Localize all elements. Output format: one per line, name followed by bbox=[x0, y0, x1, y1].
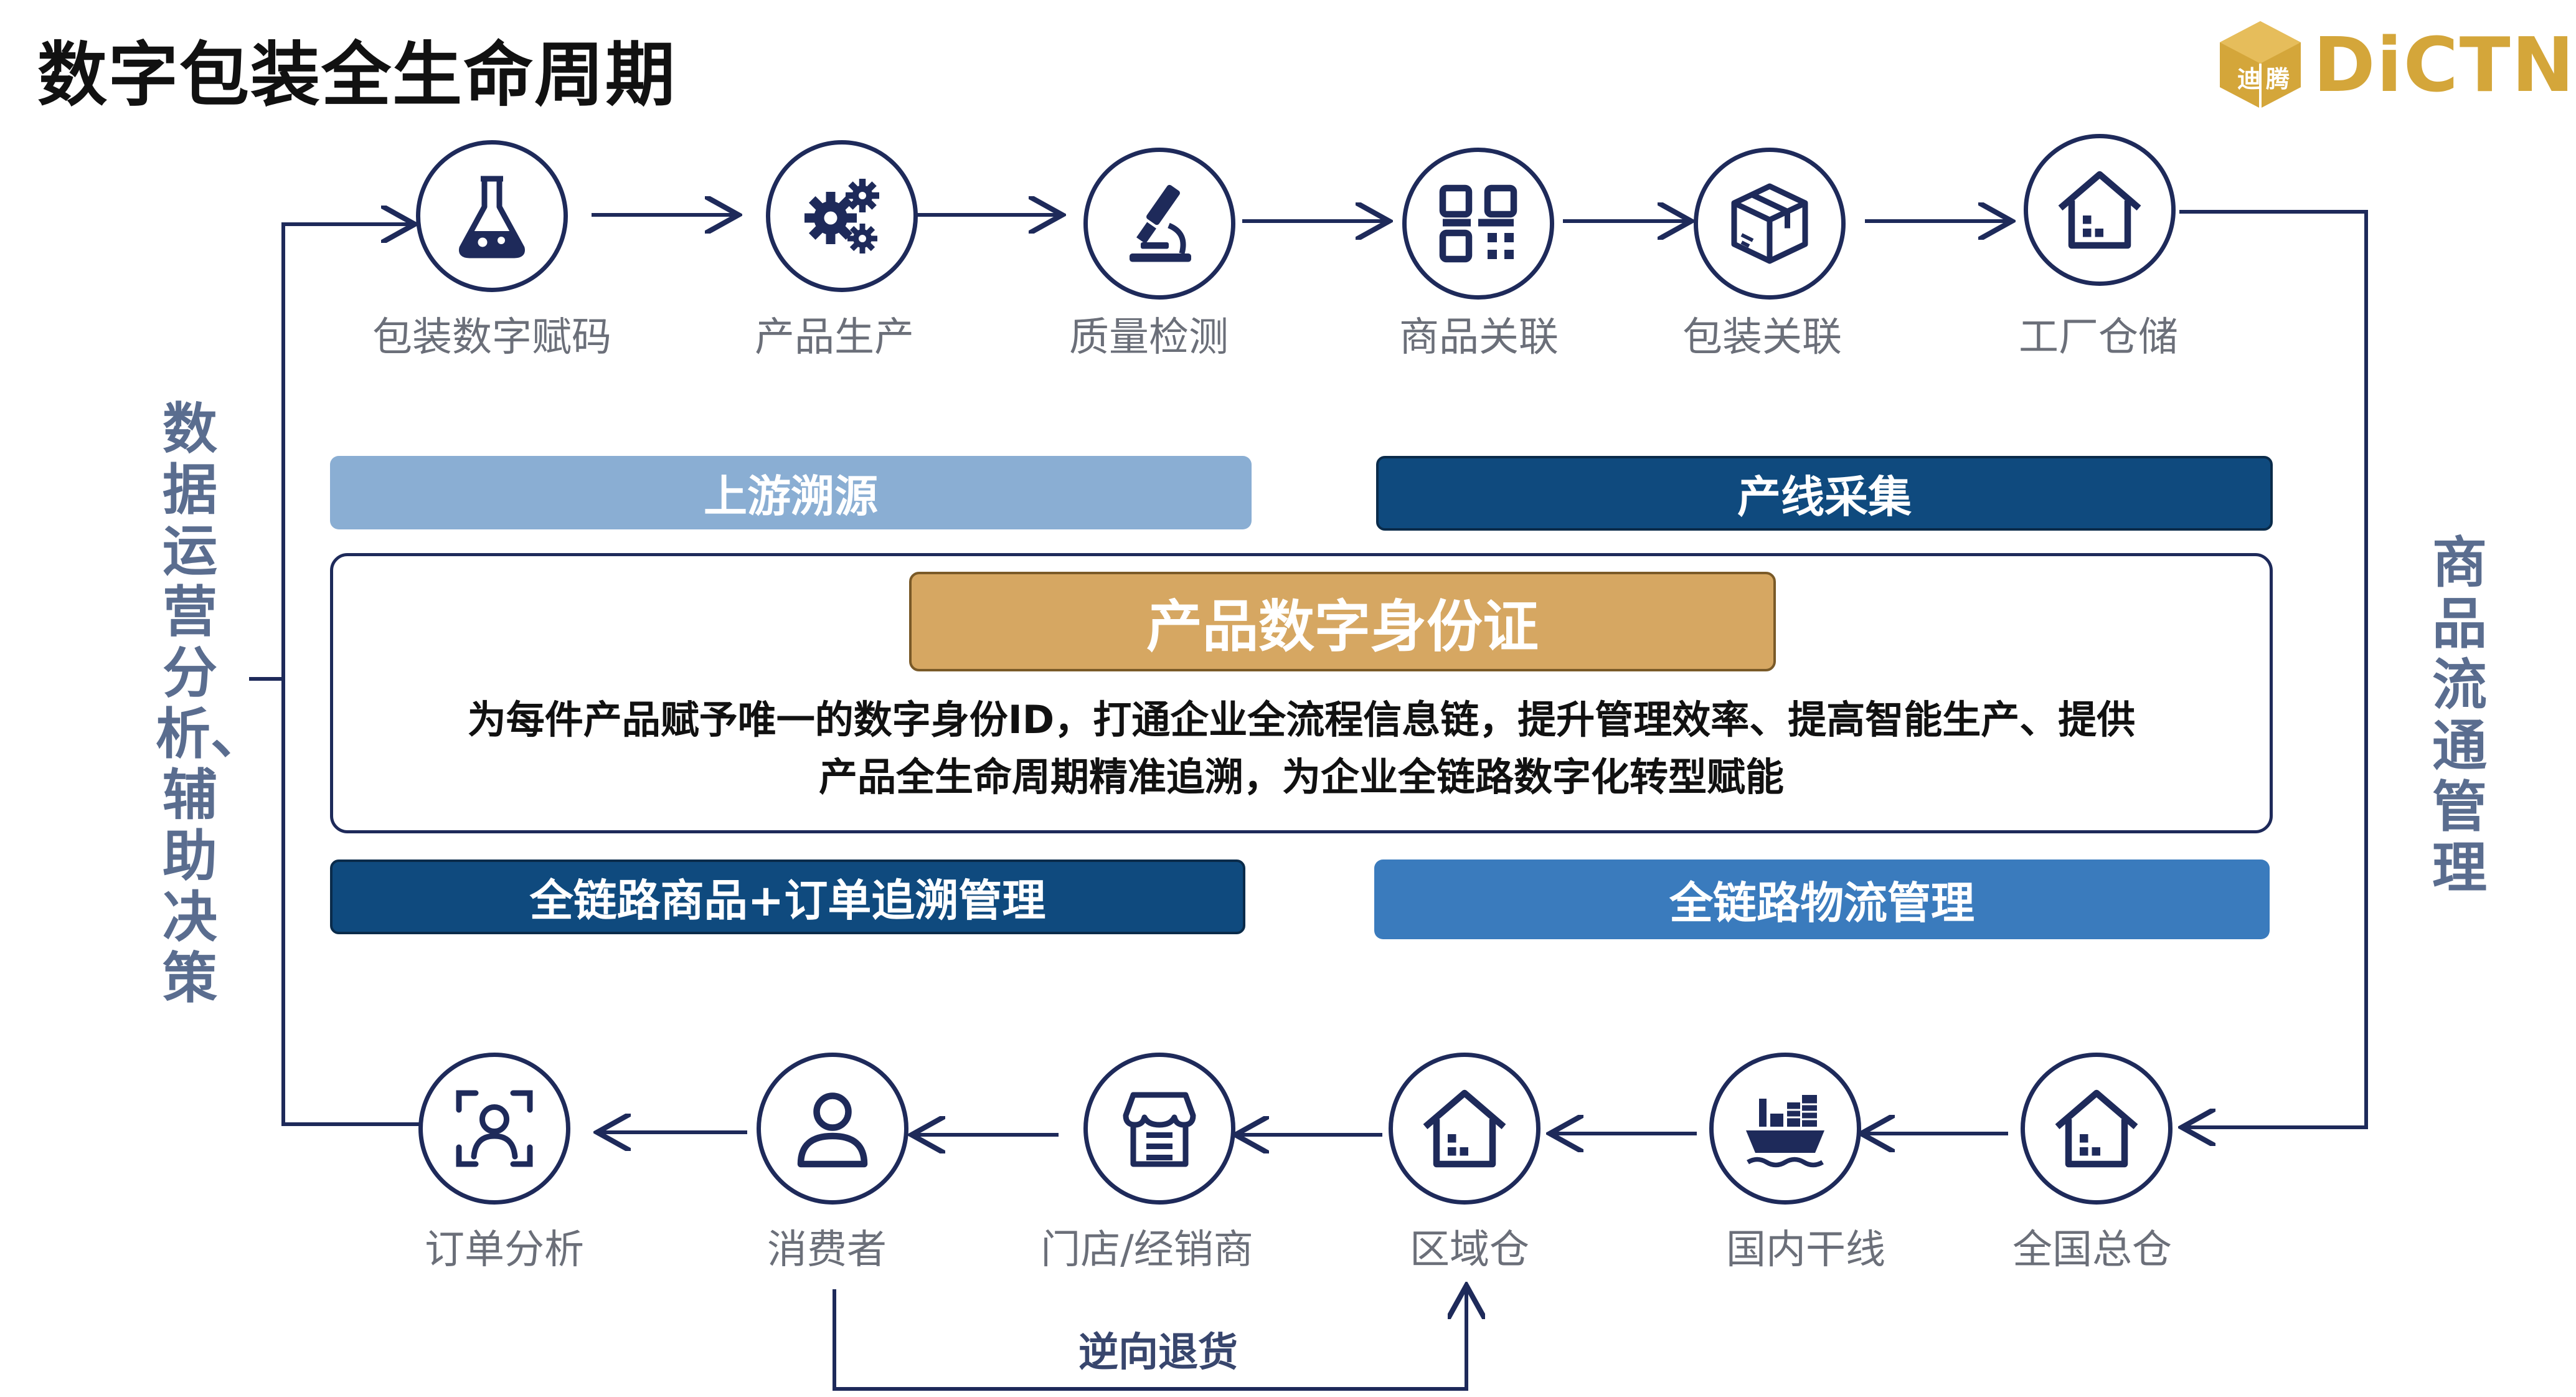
label-coding: 包装数字赋码 bbox=[372, 315, 611, 361]
node-inspection bbox=[1083, 148, 1235, 300]
warehouse-icon bbox=[2055, 1089, 2138, 1168]
node-factory-storage bbox=[2024, 134, 2176, 286]
flask-icon bbox=[459, 176, 525, 258]
scan-person-icon bbox=[456, 1090, 533, 1167]
logo-emblem-right: 腾 bbox=[2266, 65, 2290, 93]
left-side-label: 数据运营分析、辅助决策 bbox=[156, 397, 266, 1010]
logo-cube-icon: 迪 腾 bbox=[2220, 21, 2301, 108]
node-store-dealer bbox=[1083, 1053, 1235, 1205]
node-order-analysis bbox=[418, 1053, 570, 1205]
arrow-return bbox=[833, 1289, 1466, 1391]
right-side-label: 商品流通管理 bbox=[2432, 531, 2487, 900]
band-chain-order: 全链路商品+订单追溯管理 bbox=[330, 860, 1245, 934]
label-factory-storage: 工厂仓储 bbox=[2019, 315, 2178, 361]
logo-text: DiCTN bbox=[2313, 22, 2576, 109]
node-production bbox=[766, 140, 918, 292]
package-box-icon bbox=[1731, 183, 1808, 264]
node-product-link bbox=[1402, 148, 1554, 300]
warehouse-icon bbox=[1423, 1089, 1506, 1168]
center-description: 为每件产品赋予唯一的数字身份ID，打通企业全流程信息链，提升管理效率、提高智能生… bbox=[374, 691, 2229, 806]
label-package-link: 包装关联 bbox=[1682, 315, 1842, 361]
center-title: 产品数字身份证 bbox=[909, 572, 1776, 671]
cargo-ship-icon bbox=[1746, 1095, 1824, 1168]
band-line-collect: 产线采集 bbox=[1376, 456, 2273, 531]
center-desc-line-2: 产品全生命周期精准追溯，为企业全链路数字化转型赋能 bbox=[818, 754, 1784, 800]
arrow-left-loop bbox=[281, 224, 423, 1126]
qr-code-icon bbox=[1439, 184, 1517, 263]
node-national-warehouse bbox=[2021, 1053, 2173, 1205]
return-flow-label: 逆向退货 bbox=[1078, 1330, 1238, 1376]
node-domestic-trunk bbox=[1709, 1053, 1861, 1205]
gears-icon bbox=[804, 179, 879, 253]
dictn-logo: 迪 腾 DiCTN bbox=[2214, 17, 2574, 111]
band-chain-logistics: 全链路物流管理 bbox=[1374, 860, 2270, 939]
node-consumer bbox=[757, 1053, 908, 1205]
label-product-link: 商品关联 bbox=[1399, 315, 1559, 361]
microscope-icon bbox=[1130, 184, 1191, 262]
warehouse-icon bbox=[2058, 171, 2141, 249]
node-package-link bbox=[1694, 148, 1846, 300]
arrow-right-loop bbox=[2179, 210, 2368, 1127]
label-order-analysis: 订单分析 bbox=[425, 1227, 584, 1273]
center-desc-line-1: 为每件产品赋予唯一的数字身份ID，打通企业全流程信息链，提升管理效率、提高智能生… bbox=[467, 697, 2136, 742]
logo-emblem-left: 迪 bbox=[2237, 65, 2261, 93]
page-title: 数字包装全生命周期 bbox=[37, 35, 676, 116]
label-national-warehouse: 全国总仓 bbox=[2012, 1227, 2172, 1273]
label-consumer: 消费者 bbox=[767, 1227, 887, 1273]
node-regional-warehouse bbox=[1389, 1053, 1540, 1205]
label-production: 产品生产 bbox=[755, 315, 914, 361]
node-coding bbox=[416, 140, 568, 292]
label-domestic-trunk: 国内干线 bbox=[1726, 1227, 1885, 1273]
label-regional-warehouse: 区域仓 bbox=[1410, 1227, 1529, 1273]
band-upstream-trace: 上游溯源 bbox=[330, 456, 1252, 529]
label-inspection: 质量检测 bbox=[1069, 315, 1229, 361]
label-store-dealer: 门店/经销商 bbox=[1040, 1227, 1253, 1273]
store-icon bbox=[1123, 1092, 1196, 1167]
user-icon bbox=[797, 1092, 868, 1168]
